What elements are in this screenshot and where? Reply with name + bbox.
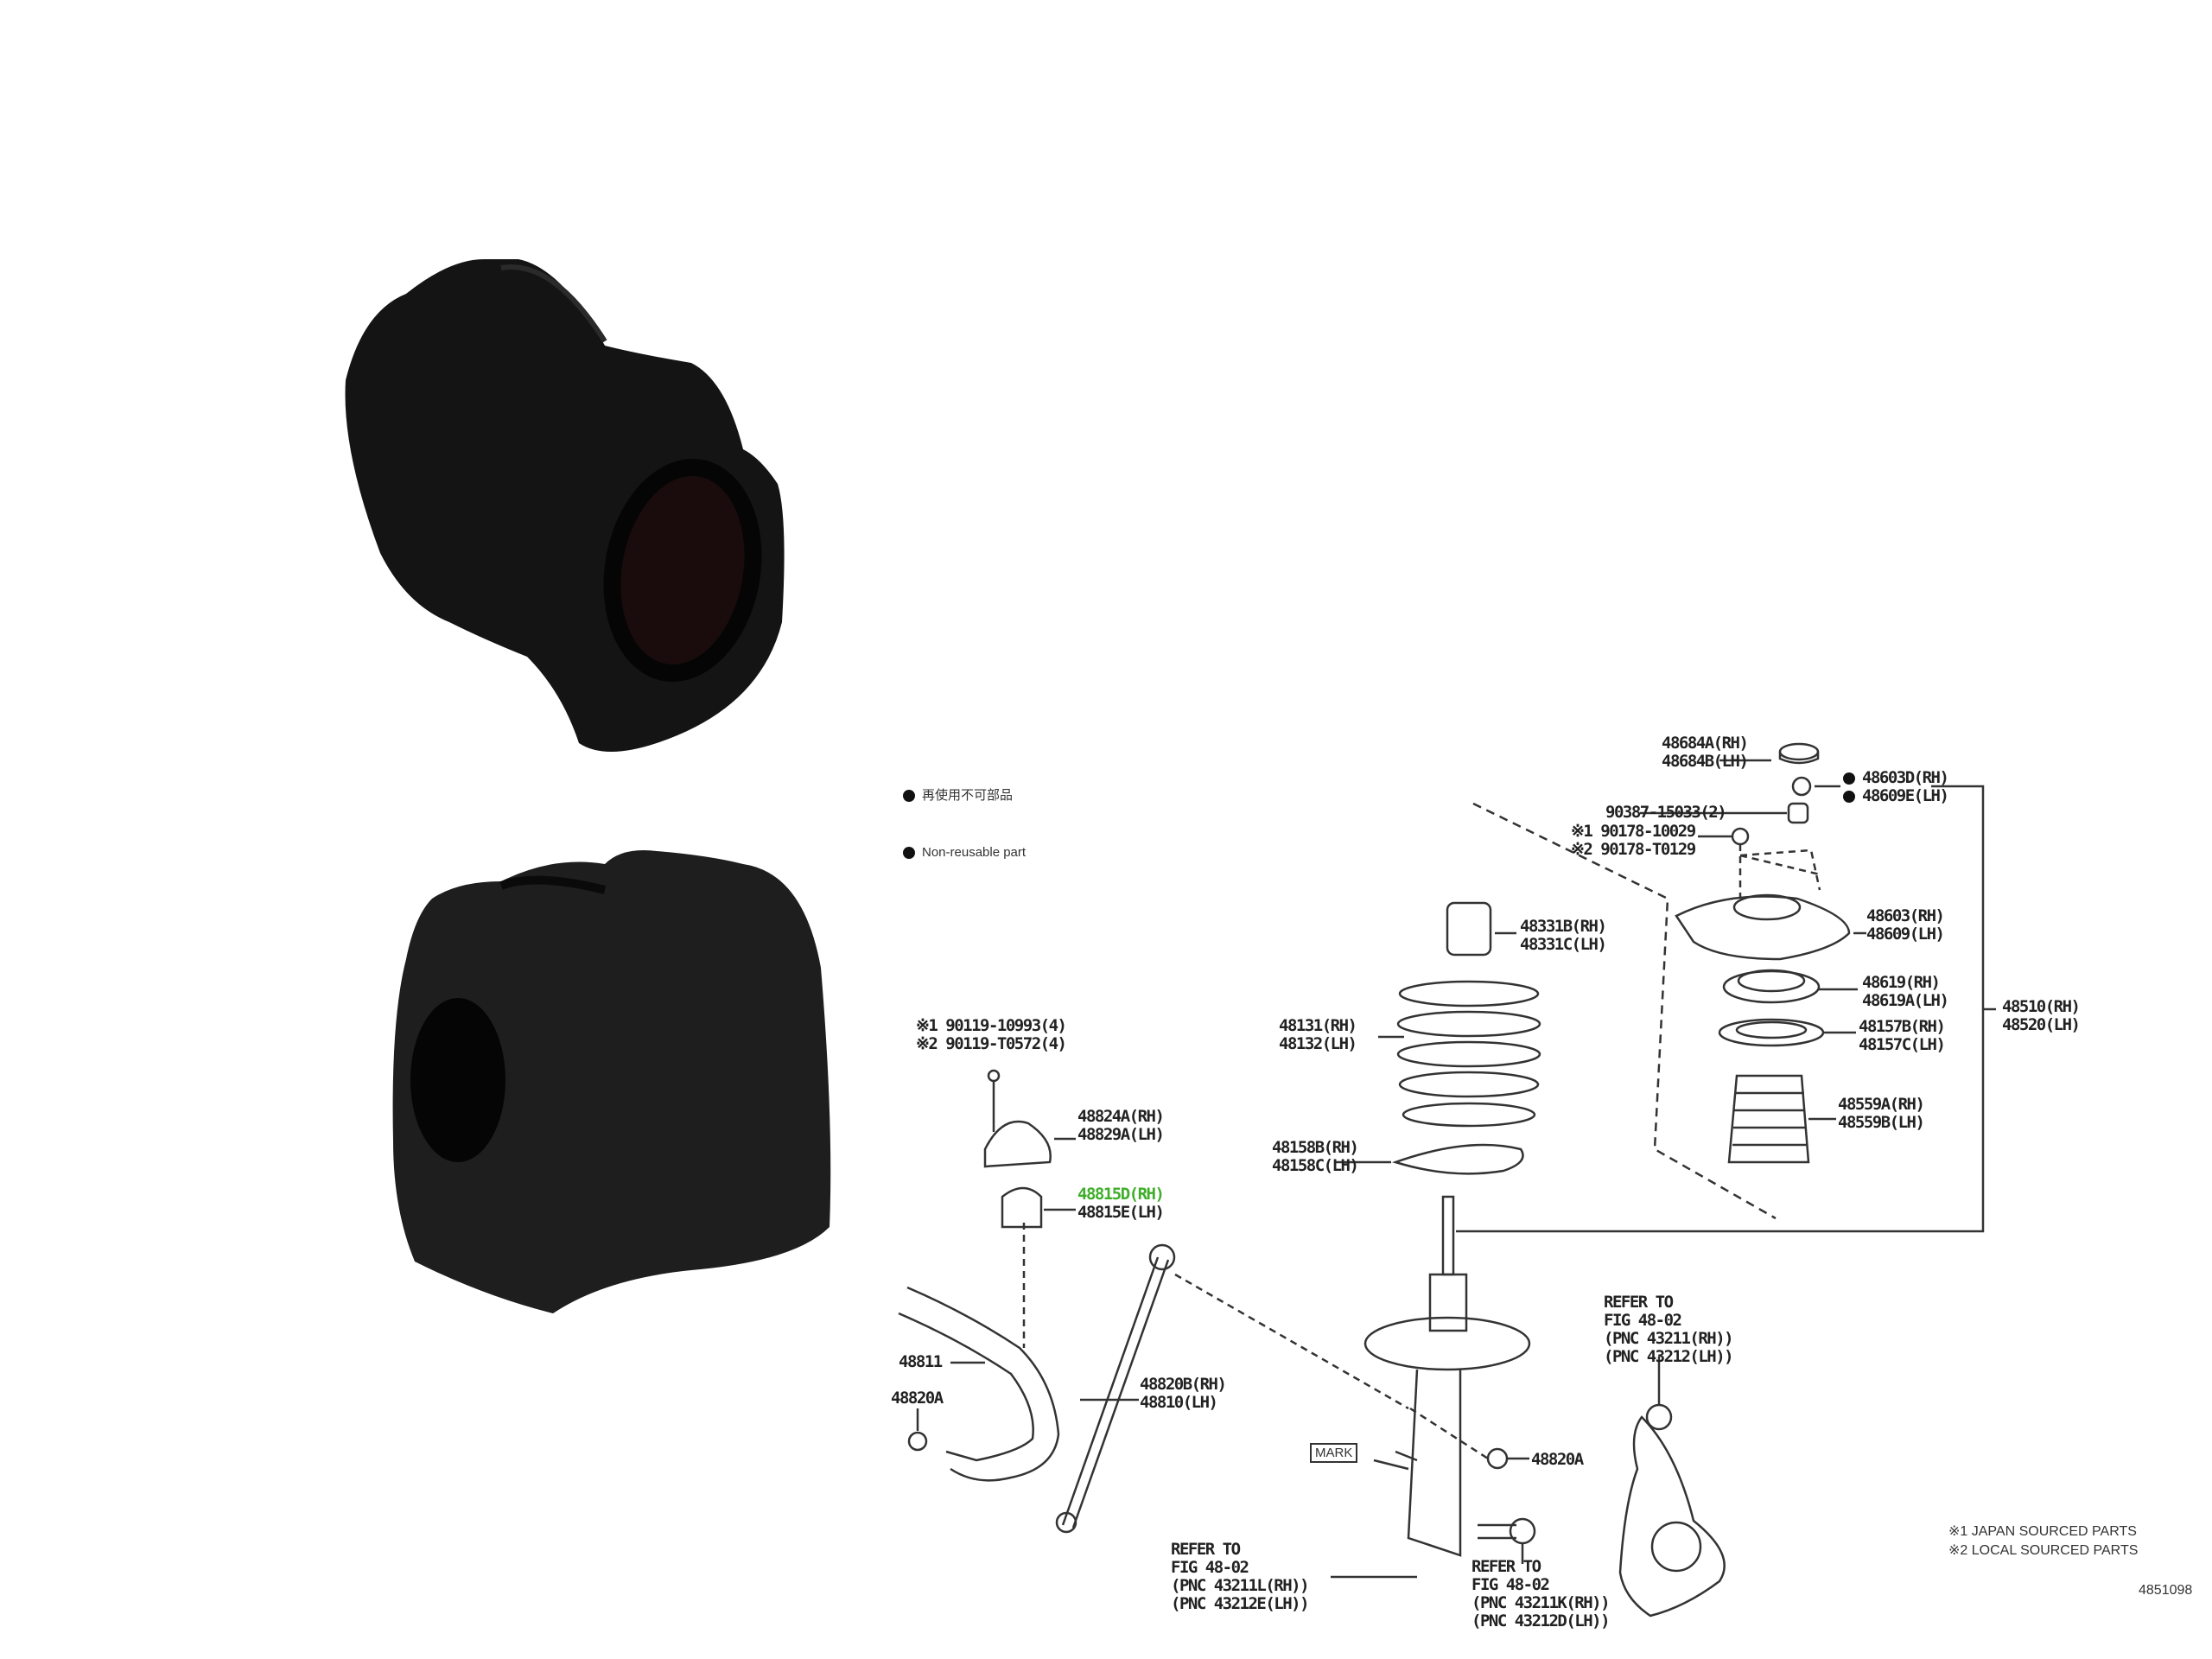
non-reusable-icon — [1843, 790, 1855, 803]
label-48820a-right: 48820A — [1531, 1450, 1584, 1469]
bushing-photo-bottom — [392, 850, 831, 1313]
mark-box: MARK — [1310, 1443, 1358, 1463]
label-48815: 48815D(RH)48815E(LH) — [1077, 1185, 1165, 1222]
label-48158: 48158B(RH)48158C(LH) — [1272, 1138, 1359, 1175]
legend-jp: 再使用不可部品 — [922, 788, 1014, 803]
label-48131: 48131(RH)48132(LH) — [1279, 1016, 1357, 1053]
bullet-icon — [903, 790, 915, 803]
label-48820b: 48820B(RH)48810(LH) — [1140, 1375, 1227, 1412]
label-48619: 48619(RH)48619A(LH) — [1862, 973, 1949, 1010]
label-90178: ※1 90178-10029※2 90178-T0129 — [1571, 822, 1696, 859]
legend-en: Non-reusable part — [922, 845, 1027, 860]
label-48603: 48603(RH)48609(LH) — [1866, 906, 1945, 944]
sourcing-notes: ※1 JAPAN SOURCED PARTS※2 LOCAL SOURCED P… — [1948, 1524, 2139, 1558]
label-90387: 90387-15033(2) — [1605, 803, 1727, 822]
label-48820a-left: 48820A — [891, 1389, 944, 1408]
label-48157: 48157B(RH)48157C(LH) — [1859, 1017, 1946, 1054]
label-48331: 48331B(RH)48331C(LH) — [1520, 917, 1607, 954]
legend: 再使用不可部品 Non-reusable part — [903, 748, 1026, 881]
label-48811: 48811 — [899, 1352, 943, 1371]
figure-id: 4851098 — [2139, 1583, 2193, 1598]
label-48603d: 48603D(RH)48609E(LH) — [1843, 769, 1949, 805]
label-48824: 48824A(RH)48829A(LH) — [1077, 1107, 1165, 1144]
highlighted-part-number: 48815D(RH) — [1077, 1185, 1165, 1204]
bushing-photo-top — [345, 259, 785, 752]
non-reusable-icon — [1843, 772, 1855, 785]
parts-diagram-lineart — [898, 742, 1996, 1618]
label-48684: 48684A(RH)48684B(LH) — [1662, 734, 1749, 771]
label-90119: ※1 90119-10993(4)※2 90119-T0572(4) — [916, 1016, 1067, 1053]
label-48559: 48559A(RH)48559B(LH) — [1838, 1095, 1925, 1132]
bullet-icon — [903, 847, 915, 860]
label-48510: 48510(RH)48520(LH) — [2002, 997, 2081, 1034]
